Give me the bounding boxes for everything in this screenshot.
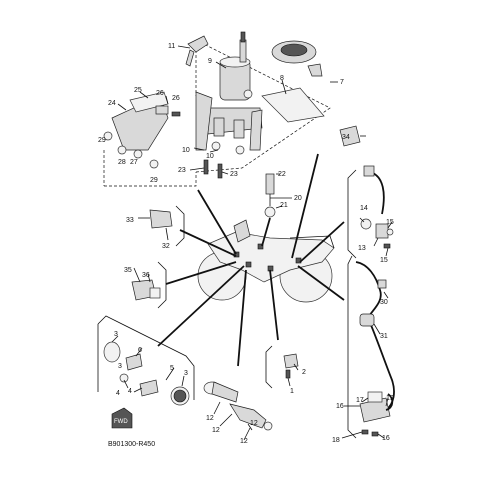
- connector-35-36: [131, 261, 167, 309]
- horn-group-3-6: [97, 315, 195, 406]
- callout-21: 21: [280, 202, 288, 209]
- callout-12a: 12: [206, 415, 214, 422]
- key-part: [185, 35, 209, 67]
- callout-23a: 23: [178, 167, 186, 174]
- left-bracket-assembly: [103, 91, 181, 169]
- callout-11: 11: [168, 43, 175, 50]
- callout-33: 33: [126, 217, 134, 224]
- callout-7: 7: [340, 79, 344, 86]
- callout-12b: 12: [212, 427, 220, 434]
- callout-26a: 26: [156, 90, 164, 97]
- callout-4a: 4: [116, 390, 120, 397]
- callout-19: 19: [386, 395, 394, 402]
- main-switch-group-outline: [103, 39, 331, 187]
- callout-6: 6: [138, 347, 142, 354]
- callout-17: 17: [356, 397, 364, 404]
- callout-2: 2: [302, 369, 306, 376]
- motorcycle-silhouette: [197, 219, 335, 303]
- cover-part: [261, 87, 325, 123]
- callout-25: 25: [134, 87, 142, 94]
- fwd-arrow: FWD: [111, 407, 133, 429]
- callout-3c: 3: [184, 370, 188, 377]
- callout-29b: 29: [150, 177, 158, 184]
- callout-26b: 26: [172, 95, 180, 102]
- diagram-code: B901300-R450: [108, 441, 155, 448]
- sensor-group-20: [264, 173, 292, 218]
- bolts-23: [203, 159, 223, 179]
- callout-36: 36: [142, 272, 150, 279]
- callout-23b: 23: [230, 171, 238, 178]
- callout-15b: 15: [380, 257, 388, 264]
- connector-32-33: [138, 205, 185, 247]
- callout-12d: 12: [240, 438, 248, 445]
- callout-15a: 15: [386, 219, 394, 226]
- sensor-group-1-2: [265, 345, 299, 389]
- callout-29a: 29: [98, 137, 106, 144]
- callout-10b: 10: [206, 153, 214, 160]
- callout-35: 35: [124, 267, 132, 274]
- callout-13: 13: [358, 245, 366, 252]
- callout-31: 31: [380, 333, 388, 340]
- relay-34: [339, 125, 366, 147]
- callout-20: 20: [294, 195, 302, 202]
- fuel-tank-cap: [271, 40, 323, 77]
- callout-30: 30: [380, 299, 388, 306]
- callout-8: 8: [280, 75, 284, 82]
- callout-28: 28: [118, 159, 126, 166]
- callout-18: 18: [332, 437, 340, 444]
- callout-16a: 16: [336, 403, 344, 410]
- callout-14: 14: [360, 205, 368, 212]
- top-leaders: [117, 45, 338, 175]
- callout-9: 9: [208, 58, 212, 65]
- callout-labels: 11 9 8 7 24 25 26 26 29 28 27 29 10 10 2…: [98, 43, 394, 445]
- callout-3a: 3: [114, 331, 118, 338]
- fwd-label: FWD: [114, 419, 128, 425]
- right-group-13-15: [347, 165, 394, 259]
- bracket-holder: [195, 91, 263, 155]
- callout-34: 34: [342, 134, 350, 141]
- ignition-key-switch: [219, 31, 253, 101]
- callout-27: 27: [130, 159, 138, 166]
- callout-10a: 10: [182, 147, 190, 154]
- callout-24: 24: [108, 100, 116, 107]
- callout-1: 1: [290, 388, 294, 395]
- sensor-group-12: [203, 381, 273, 441]
- callout-4b: 4: [128, 388, 132, 395]
- callout-32: 32: [162, 243, 170, 250]
- callout-3b: 3: [118, 363, 122, 370]
- bike-leaders: [157, 153, 345, 367]
- callout-5: 5: [170, 365, 174, 372]
- callout-22: 22: [278, 171, 286, 178]
- callout-16b: 16: [382, 435, 390, 442]
- sensor-16-19: [341, 391, 394, 439]
- callout-12c: 12: [250, 420, 258, 427]
